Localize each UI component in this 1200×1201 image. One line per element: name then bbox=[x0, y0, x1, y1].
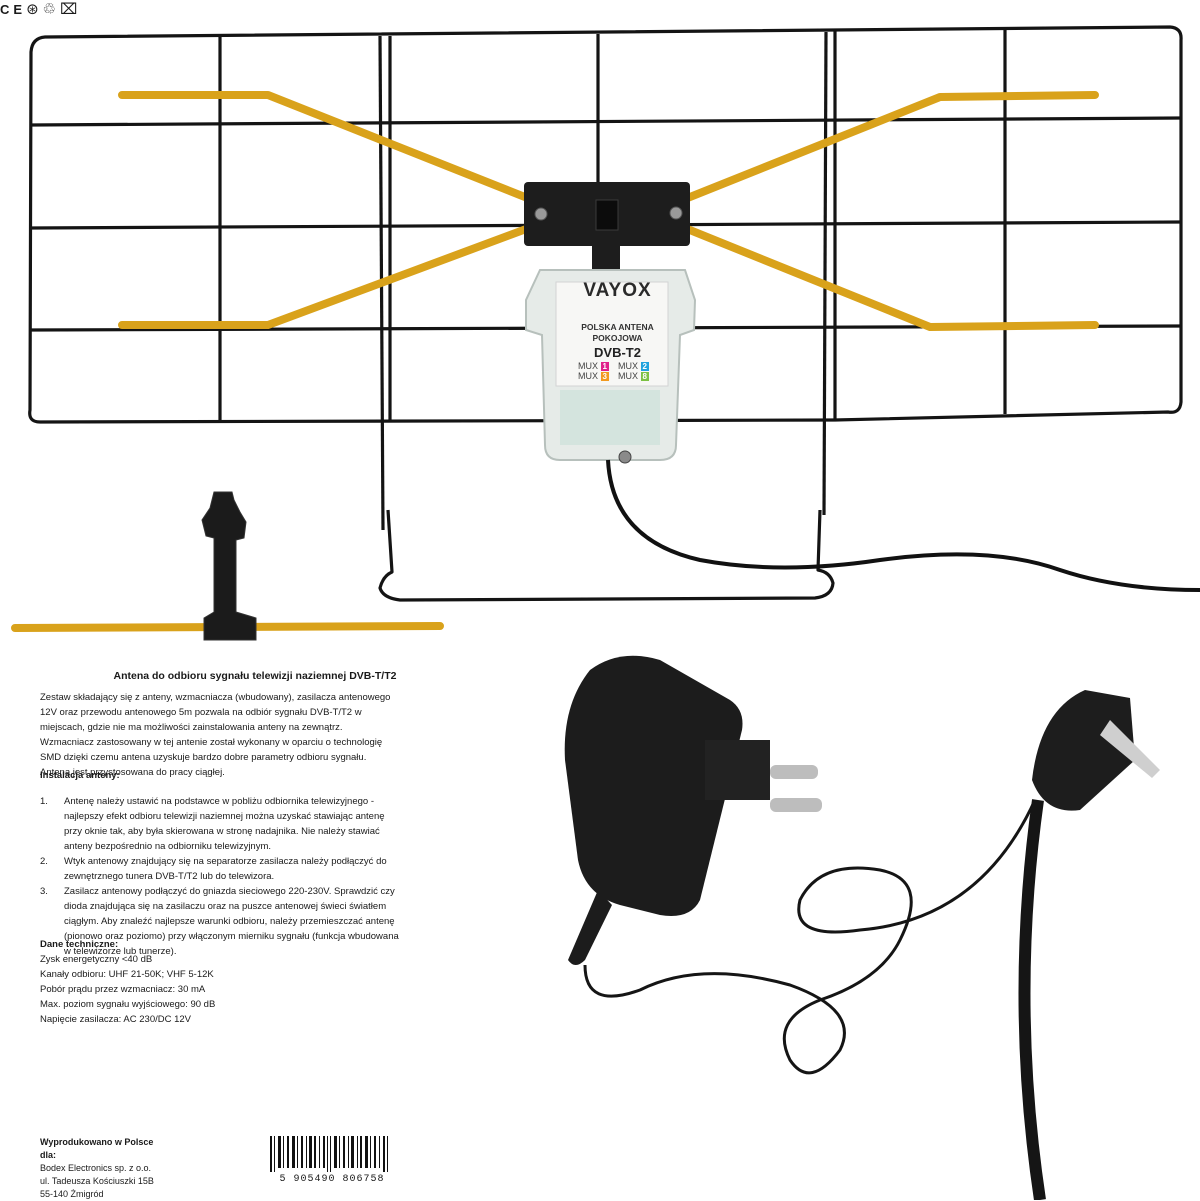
document-title: Antena do odbioru sygnału telewizji nazi… bbox=[113, 670, 397, 682]
list-item: 1.Antenę należy ustawić na podstawce w p… bbox=[40, 796, 385, 852]
amplifier-housing bbox=[525, 269, 697, 464]
tech-heading: Dane techniczne: bbox=[40, 939, 119, 950]
no-recycle-icon: ⊛ bbox=[26, 0, 43, 18]
power-adapter bbox=[564, 655, 822, 965]
stand-clip bbox=[11, 491, 444, 641]
producer-info: Wyprodukowano w Polsce dla: Bodex Electr… bbox=[40, 1136, 160, 1201]
label-line2: POKOJOWA bbox=[592, 333, 643, 343]
antenna-center-block bbox=[524, 182, 690, 270]
label-line1: POLSKA ANTENA bbox=[581, 322, 654, 332]
certification-icons: CE⊛♲⌧ bbox=[0, 0, 90, 22]
antenna-grid-frame bbox=[28, 25, 1183, 602]
spec-line: Napięcie zasilacza: AC 230/DC 12V bbox=[40, 1014, 192, 1025]
list-item: 2.Wtyk antenowy znajdujący się na separa… bbox=[40, 856, 387, 882]
intro-paragraph: Zestaw składający się z anteny, wzmacnia… bbox=[40, 692, 391, 778]
recycle-icon: ♲ bbox=[42, 0, 61, 18]
adapter-cable bbox=[583, 799, 1037, 1075]
label-brand: VAYOX bbox=[583, 280, 652, 301]
barcode-number: 5 905490 806758 bbox=[279, 1174, 385, 1185]
antenna-cable bbox=[606, 459, 1200, 592]
install-steps: 1.Antenę należy ustawić na podstawce w p… bbox=[40, 794, 400, 959]
barcode-bars bbox=[270, 1136, 388, 1172]
barcode: 5 905490 806758 bbox=[262, 1136, 402, 1186]
producer-line: ul. Tadeusza Kościuszki 15B bbox=[40, 1176, 154, 1186]
coax-plug bbox=[1018, 690, 1160, 1200]
spec-line: Pobór prądu przez wzmacniacz: 30 mA bbox=[40, 984, 206, 995]
list-item: 3.Zasilacz antenowy podłączyć do gniazda… bbox=[40, 886, 399, 957]
tech-specs: Dane techniczne: Zysk energetyczny <40 d… bbox=[40, 937, 340, 1027]
mux-1: MUX 1 bbox=[578, 361, 609, 371]
spec-line: Kanały odbioru: UHF 21-50K; VHF 5-12K bbox=[40, 969, 214, 980]
producer-line: Bodex Electronics sp. z o.o. bbox=[40, 1163, 152, 1173]
mux-2: MUX 2 bbox=[618, 361, 649, 371]
label-model: DVB-T2 bbox=[594, 345, 641, 360]
spec-line: Zysk energetyczny <40 dB bbox=[40, 954, 153, 965]
mux-3: MUX 3 bbox=[578, 371, 609, 381]
ce-mark-icon: CE bbox=[0, 2, 27, 17]
antenna-dipole bbox=[118, 91, 1099, 331]
crossed-bin-icon: ⌧ bbox=[60, 0, 82, 18]
spec-line: Max. poziom sygnału wyjściowego: 90 dB bbox=[40, 999, 216, 1010]
producer-heading: Wyprodukowano w Polsce dla: bbox=[40, 1137, 154, 1160]
producer-line: 55-140 Żmigród bbox=[40, 1189, 104, 1199]
mux-8: MUX 8 bbox=[618, 371, 649, 381]
install-heading: Instalacja anteny: bbox=[40, 770, 120, 781]
